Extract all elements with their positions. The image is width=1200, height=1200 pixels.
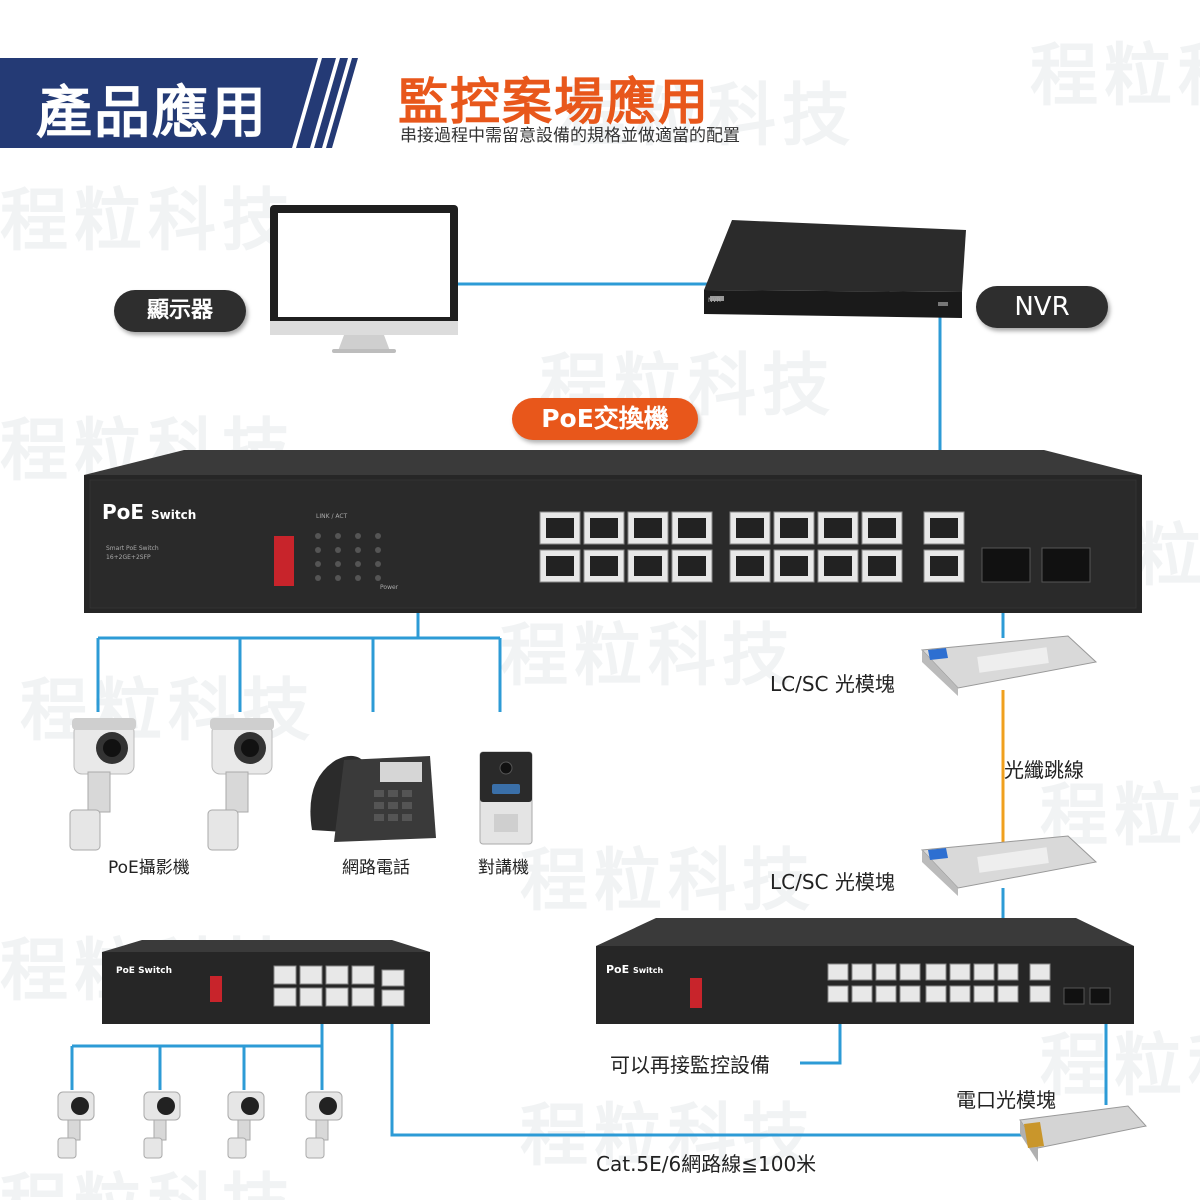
camera-small-1 bbox=[57, 1091, 95, 1159]
ip-phone-image bbox=[310, 755, 436, 842]
power-label: Power bbox=[380, 584, 399, 591]
nvr-image bbox=[704, 220, 966, 318]
camera-small-3 bbox=[227, 1091, 265, 1159]
sfp-bottom-label: LC/SC 光模塊 bbox=[770, 870, 895, 894]
intercom-label: 對講機 bbox=[478, 858, 529, 878]
poe-camera-label: PoE攝影機 bbox=[108, 858, 190, 878]
more-devices-label: 可以再接監控設備 bbox=[610, 1053, 770, 1077]
secondary-switch-brand: PoE Switch bbox=[606, 963, 664, 976]
monitor-label: 顯示器 bbox=[114, 290, 246, 332]
nvr-label: NVR bbox=[976, 286, 1108, 328]
main-title: 監控案場應用 bbox=[398, 73, 710, 131]
sfp-module-top bbox=[920, 635, 1098, 696]
header-banner bbox=[0, 58, 358, 148]
cable-label: Cat.5E/6網路線≦100米 bbox=[596, 1152, 817, 1176]
monitor-image bbox=[270, 205, 458, 353]
rj45-sfp-label: 電口光模塊 bbox=[956, 1088, 1056, 1112]
sfp-top-label: LC/SC 光模塊 bbox=[770, 672, 895, 696]
camera-small-4 bbox=[305, 1091, 343, 1159]
sfp-module-bottom bbox=[920, 835, 1098, 896]
poe-switch-label: PoE交換機 bbox=[512, 398, 698, 440]
badge-title: 產品應用 bbox=[36, 81, 268, 146]
link-act-label: LINK / ACT bbox=[316, 513, 348, 520]
small-poe-switch bbox=[102, 940, 430, 1024]
poe-camera-1 bbox=[69, 718, 136, 851]
subtitle: 串接過程中需留意設備的規格並做適當的配置 bbox=[400, 126, 740, 146]
nvr-logo-text: NVR bbox=[708, 297, 721, 304]
rj45-sfp-module bbox=[1019, 1105, 1147, 1162]
small-switch-brand: PoE Switch bbox=[116, 966, 173, 976]
intercom-image bbox=[479, 751, 533, 845]
secondary-poe-switch bbox=[596, 918, 1134, 1024]
fiber-patch-label: 光纖跳線 bbox=[1004, 758, 1084, 782]
camera-small-2 bbox=[143, 1091, 181, 1159]
ip-phone-label: 網路電話 bbox=[342, 858, 410, 878]
main-poe-switch bbox=[84, 450, 1142, 613]
switch-brand: PoE Switch bbox=[102, 500, 197, 524]
poe-camera-2 bbox=[207, 718, 274, 851]
